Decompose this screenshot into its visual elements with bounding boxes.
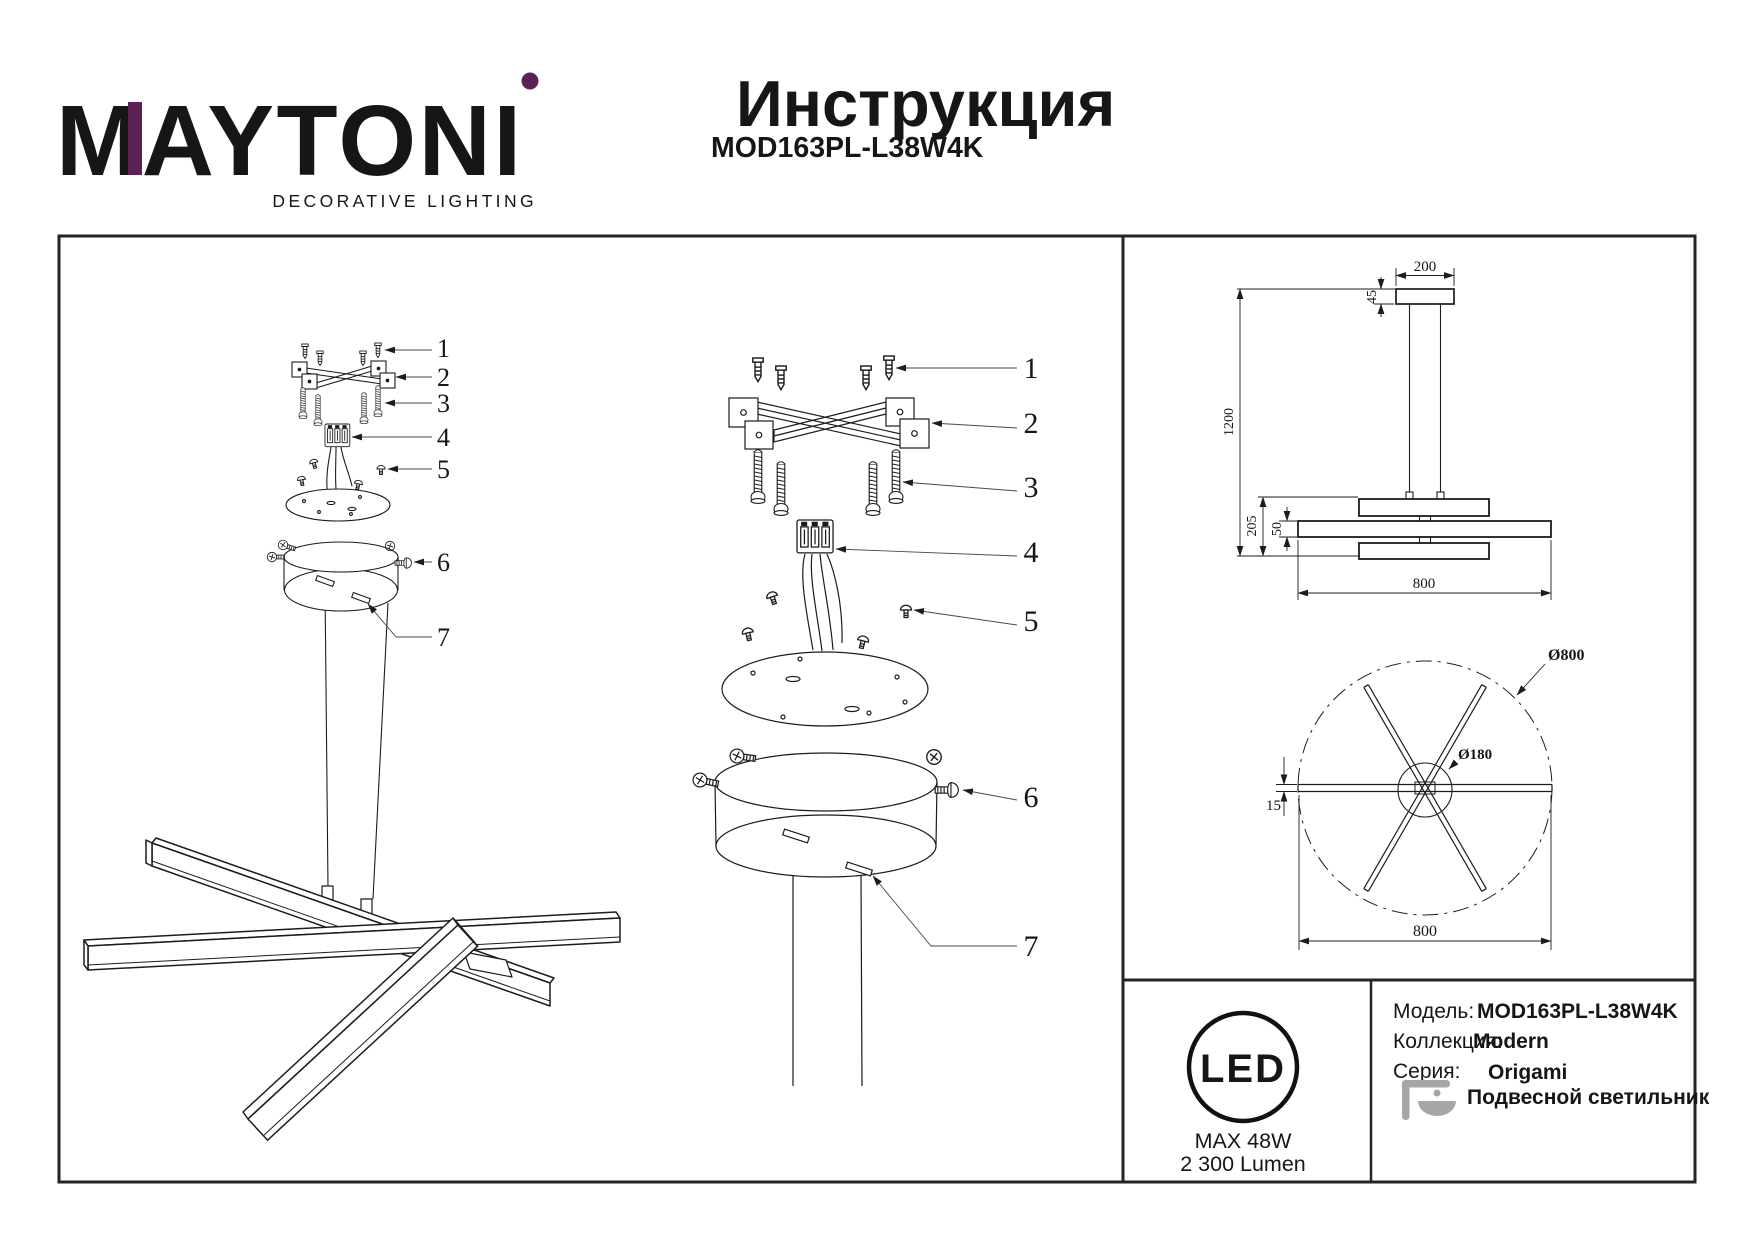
canopy-drum-large (691, 747, 959, 1087)
wires-small (326, 446, 353, 490)
dim-label: Ø800 (1548, 647, 1584, 664)
dim-label: 205 (1245, 516, 1260, 537)
series-value: Origami (1488, 1061, 1567, 1084)
wires-large (802, 553, 843, 652)
brand-wordmark: MAYTONI (56, 85, 524, 197)
side-view-dimension-labels: 200 45 1200 205 50 800 (1222, 259, 1436, 592)
canopy-plate-small (285, 488, 391, 522)
mount-cross-bracket-small (291, 360, 396, 390)
top-view-dimensions (1276, 663, 1552, 950)
mount-cross-bracket-large (728, 397, 930, 450)
part-leaders-small (351, 346, 432, 638)
dim-label: 50 (1270, 522, 1285, 536)
part-number: 3 (437, 389, 450, 418)
part-number: 3 (1024, 471, 1039, 504)
collection-label: Коллекция: (1393, 1030, 1503, 1053)
brand-tagline: DECORATIVE LIGHTING (272, 191, 537, 211)
title-block: Инструкция MOD163PL-L38W4K (711, 67, 1115, 164)
dim-label: 800 (1413, 576, 1436, 592)
collection-value: Modern (1473, 1030, 1549, 1053)
dim-label: 15 (1266, 798, 1281, 814)
part-number: 6 (1024, 781, 1039, 814)
part-number: 4 (437, 423, 450, 452)
part-number: 2 (437, 363, 450, 392)
dim-label: 45 (1365, 290, 1380, 304)
model-label: Модель: (1393, 1000, 1474, 1023)
drawing-frame (57, 234, 1697, 1184)
part-leaders-large (835, 364, 1018, 947)
spec-panel: LED MAX 48W 2 300 Lumen Модель: MOD163PL… (1180, 1000, 1709, 1176)
part-number: 6 (437, 548, 450, 577)
dim-label: 200 (1414, 259, 1437, 275)
side-view-drawing (1297, 288, 1552, 560)
product-type: Подвесной светильник (1467, 1086, 1710, 1109)
pendant-bars-drawing (83, 837, 621, 1141)
page-title: Инструкция (736, 67, 1115, 140)
brand-i-dot-icon (521, 72, 539, 90)
luminous-flux: 2 300 Lumen (1180, 1152, 1306, 1176)
part-number: 4 (1024, 536, 1039, 569)
side-view-dimensions (1236, 268, 1552, 600)
dim-label: Ø180 (1458, 747, 1492, 763)
part-numbers-large: 1 2 3 4 5 6 7 (1024, 352, 1039, 963)
part-number: 7 (1024, 930, 1039, 963)
top-view-drawing (1297, 660, 1553, 916)
pendant-lamp-icon (1402, 1080, 1456, 1120)
part-number: 7 (437, 623, 450, 652)
dim-label: 1200 (1222, 408, 1237, 436)
dim-label: 800 (1413, 923, 1437, 940)
led-logo-text: LED (1200, 1047, 1286, 1091)
canopy-drum-small (266, 538, 412, 900)
part-numbers-small: 1 2 3 4 5 6 7 (437, 334, 450, 652)
part-number: 5 (437, 455, 450, 484)
part-number: 1 (437, 334, 450, 363)
brand-m-stem-accent (128, 102, 142, 175)
max-power: MAX 48W (1195, 1129, 1292, 1153)
top-view-dimension-labels: Ø800 Ø180 15 800 (1266, 647, 1584, 940)
model-value: MOD163PL-L38W4K (1477, 1000, 1678, 1023)
canopy-plate-large (721, 651, 929, 727)
exploded-view-large (691, 355, 959, 1087)
bar-c (242, 917, 479, 1141)
part-number: 5 (1024, 605, 1039, 638)
brand-logo: MAYTONI DECORATIVE LIGHTING (56, 72, 539, 211)
led-logo-icon (1186, 1010, 1300, 1124)
exploded-view-small (266, 342, 412, 900)
part-number: 1 (1024, 352, 1039, 385)
part-number: 2 (1024, 407, 1039, 440)
page-model: MOD163PL-L38W4K (711, 132, 984, 164)
series-label: Серия: (1393, 1060, 1460, 1083)
bar-b (83, 911, 621, 978)
